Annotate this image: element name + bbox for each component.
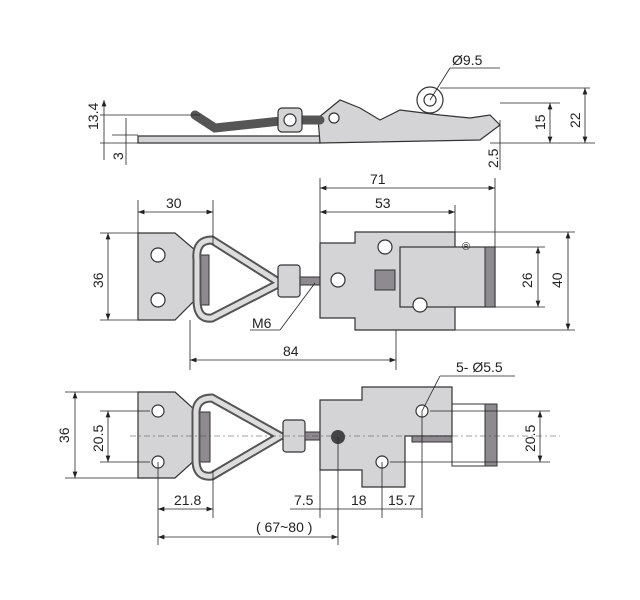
dim-84: 84: [283, 343, 299, 359]
dim-15-7: 15.7: [388, 492, 415, 508]
dim-7-5: 7.5: [294, 492, 314, 508]
dim-71: 71: [370, 171, 386, 187]
hook-loop-end: [484, 246, 496, 308]
dim-18: 18: [351, 492, 367, 508]
hook-plate: [137, 232, 196, 321]
leader: [429, 67, 451, 101]
dim-22: 22: [567, 112, 583, 128]
leader: [279, 282, 316, 331]
mount-hole: [150, 247, 166, 263]
body-hole: [377, 239, 393, 255]
body-hole: [412, 297, 428, 313]
mount-hole: [151, 404, 165, 418]
dim-36-bottom: 36: [56, 427, 72, 443]
dim-21-8: 21.8: [174, 492, 201, 508]
wire-loop-highlight: [193, 395, 286, 479]
wire-loop-highlight: [194, 237, 286, 321]
dim-40: 40: [549, 272, 565, 288]
dim-range-67-80: ( 67~80 ): [256, 519, 312, 535]
registered-mark: ®: [462, 241, 470, 253]
dim-26: 26: [519, 272, 535, 288]
bottom-view: 36 20.5 20.5 5- Ø5.5 21.8 7.5 18 15.7 ( …: [56, 359, 560, 545]
mount-hole: [150, 292, 166, 308]
latch-body-side: [317, 99, 501, 144]
dim-m6: M6: [252, 315, 272, 331]
pivot: [283, 113, 297, 127]
dim-3: 3: [110, 152, 126, 160]
dim-30: 30: [166, 195, 182, 211]
pivot-2: [328, 112, 340, 124]
dim-2-5: 2.5: [485, 148, 501, 168]
leader: [421, 375, 441, 412]
dim-53: 53: [375, 195, 391, 211]
dim-13-4: 13.4: [85, 103, 101, 130]
rod-side: [190, 110, 325, 133]
spring: [374, 269, 396, 291]
pivot-hole: [330, 272, 346, 288]
dim-36: 36: [90, 272, 106, 288]
dim-20-5-right: 20.5: [522, 425, 538, 452]
dim-holes-5-5: 5- Ø5.5: [456, 359, 503, 375]
adjust-nut: [277, 264, 301, 298]
hook-loop: [399, 246, 496, 308]
dim-20-5-left: 20.5: [90, 425, 106, 452]
hook-plate: [137, 391, 196, 479]
top-view: 13.4 3 Ø9.5 15 22 2.5: [85, 52, 595, 170]
base-plate-side: [137, 135, 321, 144]
middle-view: ® 30 71 53 36 26 40 M6 84: [90, 171, 575, 370]
slot: [411, 435, 453, 443]
hook-loop-end: [484, 403, 498, 467]
dim-15: 15: [532, 114, 548, 130]
dim-dia-9-5: Ø9.5: [452, 52, 483, 68]
